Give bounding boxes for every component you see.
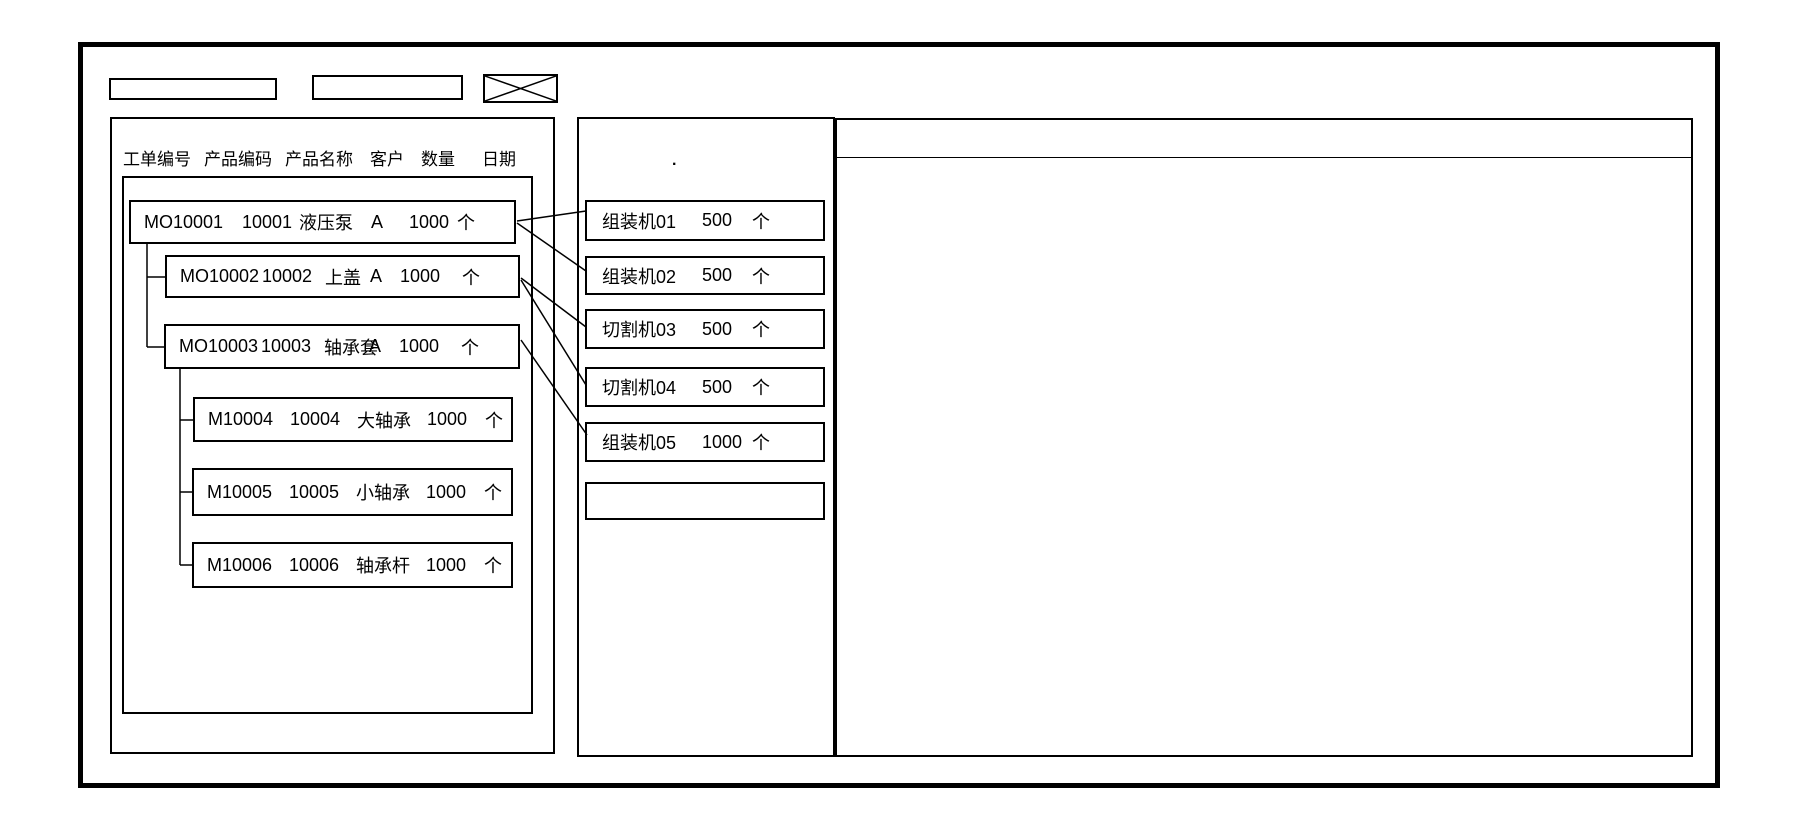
- machine-unit: 个: [752, 266, 770, 287]
- machine-box-zzj02[interactable]: 组装机02 500 个: [585, 256, 825, 295]
- machine-box-qgj03[interactable]: 切割机03 500 个: [585, 309, 825, 349]
- stray-dot: .: [672, 152, 677, 169]
- column-header: 数量: [421, 149, 455, 169]
- column-header: 日期: [482, 149, 516, 169]
- unit: 个: [461, 337, 479, 358]
- column-header: 产品名称: [285, 149, 353, 169]
- quantity: 1000: [400, 266, 441, 286]
- machine-qty: 500: [702, 376, 733, 397]
- order-row-m10004[interactable]: M10004 10004 大轴承 1000 个: [193, 397, 513, 442]
- product-code: 10005: [289, 481, 340, 502]
- customer: A: [370, 266, 383, 286]
- close-button[interactable]: [483, 74, 558, 103]
- product-name: 小轴承: [356, 483, 410, 503]
- product-code: 10002: [262, 266, 313, 286]
- machine-qty: 500: [702, 318, 733, 339]
- order-no: MO10003: [179, 336, 259, 356]
- order-row-mo10002[interactable]: MO10002 10002 上盖 A 1000 个: [165, 255, 520, 298]
- product-code: 10006: [289, 554, 340, 575]
- order-no: M10004: [208, 409, 274, 429]
- unit: 个: [484, 556, 502, 576]
- order-no: MO10002: [180, 266, 260, 286]
- quantity: 1000: [426, 554, 467, 575]
- quantity: 1000: [399, 336, 440, 356]
- order-no: M10005: [207, 481, 273, 502]
- toolbar-field-1[interactable]: [109, 78, 277, 100]
- order-row-mo10001[interactable]: MO10001 10001 液压泵 A 1000 个: [129, 200, 516, 244]
- product-name: 大轴承: [357, 410, 411, 431]
- machine-name: 切割机04: [602, 378, 677, 398]
- unit: 个: [484, 483, 502, 503]
- machine-name: 组装机02: [602, 266, 677, 287]
- product-code: 10001: [242, 211, 293, 232]
- toolbar-field-2[interactable]: [312, 75, 463, 100]
- column-header: 产品编码: [204, 149, 272, 169]
- product-name: 上盖: [325, 267, 361, 288]
- machine-qty: 1000: [702, 431, 743, 452]
- column-header: 工单编号: [123, 149, 191, 169]
- product-name: 轴承杆: [356, 556, 410, 576]
- customer: A: [369, 336, 382, 356]
- machine-box-zzj01[interactable]: 组装机01 500 个: [585, 200, 825, 241]
- product-code: 10003: [261, 336, 312, 356]
- product-name: 液压泵: [299, 213, 353, 233]
- machine-box-zzj05[interactable]: 组装机05 1000 个: [585, 422, 825, 462]
- quantity: 1000: [427, 409, 468, 429]
- machine-name: 组装机01: [602, 211, 677, 232]
- machine-unit: 个: [752, 433, 770, 453]
- product-name: 轴承套: [324, 337, 378, 358]
- unit: 个: [462, 267, 480, 288]
- machine-qty: 500: [702, 265, 733, 285]
- order-no: M10006: [207, 554, 273, 575]
- quantity: 1000: [409, 211, 450, 232]
- order-row-m10006[interactable]: M10006 10006 轴承杆 1000 个: [192, 542, 513, 588]
- order-no: MO10001: [144, 211, 224, 232]
- order-row-mo10003[interactable]: MO10003 10003 轴承套 A 1000 个: [164, 324, 520, 369]
- unit: 个: [457, 213, 475, 233]
- machine-box-qgj04[interactable]: 切割机04 500 个: [585, 367, 825, 407]
- column-header: 客户: [370, 149, 404, 169]
- machine-name: 切割机03: [602, 320, 677, 340]
- machine-unit: 个: [752, 320, 770, 340]
- quantity: 1000: [426, 481, 467, 502]
- machine-unit: 个: [752, 211, 770, 232]
- machine-qty: 500: [702, 210, 733, 230]
- schedule-panel-header-divider: [835, 157, 1693, 158]
- unit: 个: [485, 410, 503, 431]
- machine-box-empty[interactable]: [585, 482, 825, 520]
- close-x-icon: [484, 75, 557, 102]
- machine-unit: 个: [752, 378, 770, 398]
- order-row-m10005[interactable]: M10005 10005 小轴承 1000 个: [192, 468, 513, 516]
- column-header-row: 工单编号 产品编码 产品名称 客户 数量 日期: [123, 146, 516, 169]
- schedule-panel[interactable]: [835, 118, 1693, 757]
- product-code: 10004: [290, 409, 341, 429]
- customer: A: [371, 211, 384, 232]
- machine-name: 组装机05: [602, 433, 677, 453]
